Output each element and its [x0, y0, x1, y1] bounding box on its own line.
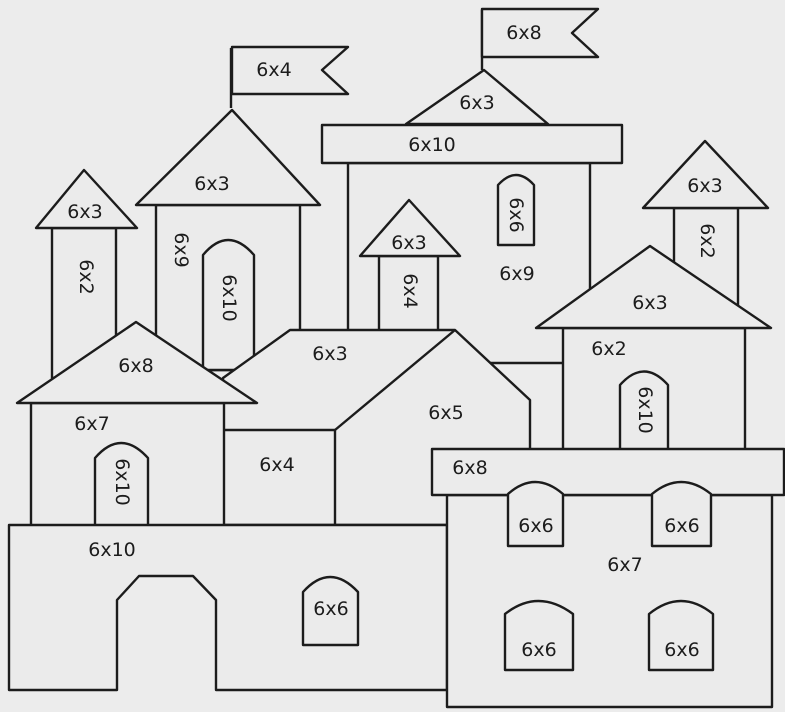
center-body-label: 6x9 — [499, 263, 534, 285]
right-win-bl — [503, 599, 575, 672]
left-turret-roof — [34, 168, 139, 230]
right-band-label: 6x8 — [452, 457, 487, 479]
center-roof — [404, 68, 550, 126]
small-turret-body — [377, 254, 440, 334]
right-turret-body-label: 6x2 — [696, 223, 718, 258]
mid-body-label: 6x4 — [259, 454, 294, 476]
bottom-window — [301, 575, 360, 647]
flag-left-label: 6x4 — [256, 59, 291, 81]
right-house-door — [618, 370, 670, 452]
small-turret-body-label: 6x4 — [399, 273, 421, 308]
right-win-tl-label: 6x6 — [518, 515, 553, 537]
bottom-wall-label: 6x10 — [88, 539, 136, 561]
left-house-door-label: 6x10 — [111, 458, 133, 506]
right-turret-roof — [641, 139, 770, 210]
right-win-bl-label: 6x6 — [521, 639, 556, 661]
bottom-window-label: 6x6 — [313, 598, 348, 620]
right-body — [445, 493, 774, 709]
right-band — [430, 447, 785, 497]
right-house-body-label: 6x2 — [591, 338, 626, 360]
center-window — [496, 173, 536, 247]
mid-right-label: 6x5 — [428, 402, 463, 424]
right-win-tr-label: 6x6 — [664, 515, 699, 537]
mid-body — [221, 428, 337, 527]
right-turret-roof-label: 6x3 — [687, 175, 722, 197]
center-roof-label: 6x3 — [459, 92, 494, 114]
right-house-roof — [534, 244, 773, 330]
left-flag — [229, 45, 350, 108]
small-turret-roof-label: 6x3 — [391, 232, 426, 254]
right-win-br — [647, 599, 715, 672]
left-house-door — [93, 441, 150, 530]
center-band-label: 6x10 — [408, 134, 456, 156]
tall-tower-roof — [134, 108, 322, 207]
right-body-label: 6x7 — [607, 554, 642, 576]
left-house-body-label: 6x7 — [74, 413, 109, 435]
left-house-roof — [15, 320, 259, 405]
bottom-wall — [7, 523, 449, 692]
tall-tower-roof-label: 6x3 — [194, 173, 229, 195]
center-window-label: 6x6 — [505, 197, 527, 232]
flag-right-label: 6x8 — [506, 22, 541, 44]
left-turret-roof-label: 6x3 — [67, 201, 102, 223]
tall-tower-window-label: 6x10 — [218, 274, 240, 322]
mid-roof-label: 6x3 — [312, 343, 347, 365]
tall-tower-left-label: 6x9 — [170, 232, 192, 267]
center-band — [320, 123, 624, 165]
left-house-roof-label: 6x8 — [118, 355, 153, 377]
small-turret-roof — [358, 198, 462, 258]
right-house-door-label: 6x10 — [634, 386, 656, 434]
left-turret-body-label: 6x2 — [75, 259, 97, 294]
right-flag — [480, 7, 600, 70]
right-win-br-label: 6x6 — [664, 639, 699, 661]
right-win-tr — [650, 480, 713, 548]
right-win-tl — [506, 480, 565, 548]
tall-tower-window — [201, 238, 256, 372]
right-house-roof-label: 6x3 — [632, 292, 667, 314]
